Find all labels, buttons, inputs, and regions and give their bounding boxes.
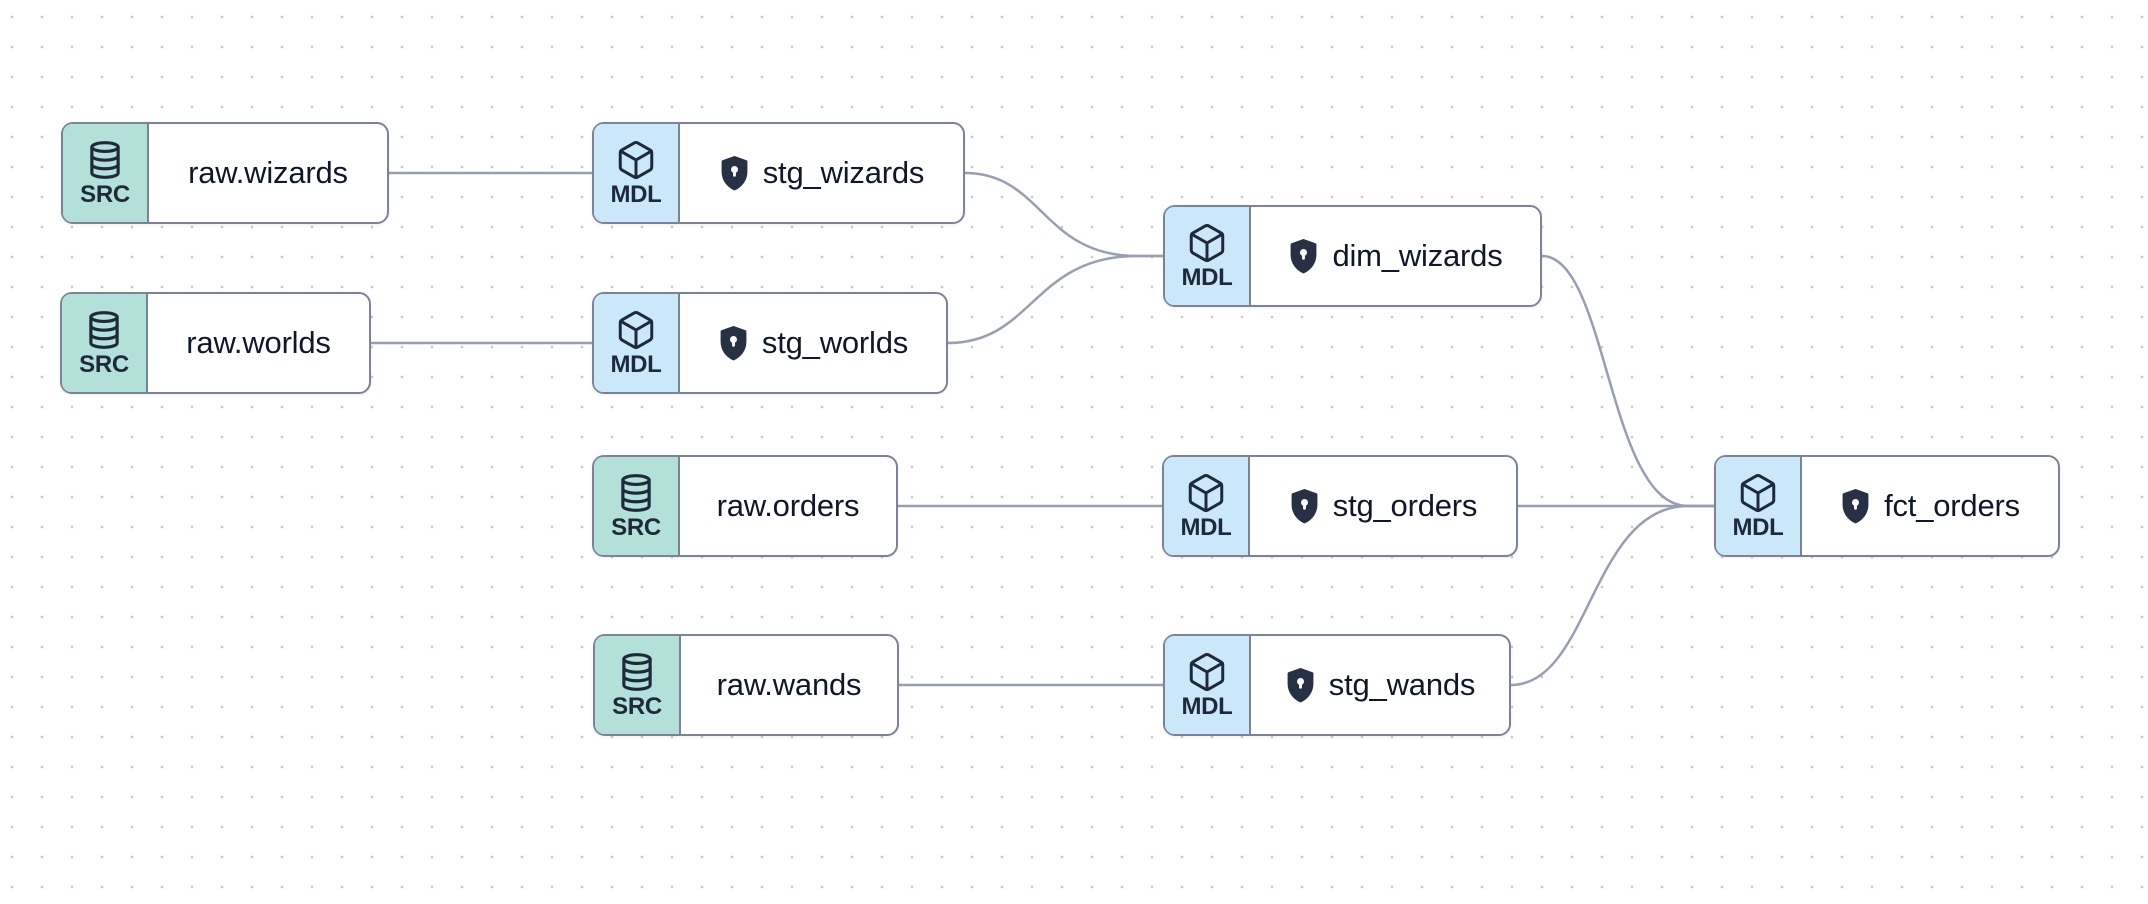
edge-dim-wizards-to-fct-orders — [1540, 254, 1716, 508]
database-icon — [615, 472, 657, 514]
node-label-area: raw.wands — [681, 636, 897, 734]
database-icon — [616, 651, 658, 693]
node-label-area: raw.worlds — [148, 294, 369, 392]
node-label-area: raw.wizards — [149, 124, 387, 222]
node-dim-wizards[interactable]: MDL dim_wizards — [1163, 205, 1542, 307]
node-label-area: fct_orders — [1802, 457, 2058, 555]
shield-lock-icon — [1840, 488, 1871, 524]
node-stg-wands[interactable]: MDL stg_wands — [1163, 634, 1511, 736]
node-raw-orders[interactable]: SRC raw.orders — [592, 455, 898, 557]
node-type-badge: MDL — [594, 124, 680, 222]
node-label-area: dim_wizards — [1251, 207, 1540, 305]
edge-stg-wizards-to-dim-wizards — [963, 171, 1165, 258]
node-raw-wands[interactable]: SRC raw.wands — [593, 634, 899, 736]
node-fct-orders[interactable]: MDL fct_orders — [1714, 455, 2060, 557]
node-type-badge: SRC — [595, 636, 681, 734]
node-stg-orders[interactable]: MDL stg_orders — [1162, 455, 1518, 557]
cube-icon — [1186, 651, 1228, 693]
node-label: stg_worlds — [761, 325, 909, 360]
shield-lock-icon — [1288, 238, 1319, 274]
node-type-badge: SRC — [594, 457, 680, 555]
node-label-area: stg_orders — [1250, 457, 1516, 555]
node-stg-wizards[interactable]: MDL stg_wizards — [592, 122, 965, 224]
node-type-badge: MDL — [1165, 636, 1251, 734]
node-type-badge: SRC — [62, 294, 148, 392]
node-type-label: MDL — [610, 181, 662, 208]
node-label: stg_orders — [1332, 488, 1478, 523]
node-type-label: SRC — [80, 181, 130, 208]
node-type-badge: MDL — [1716, 457, 1802, 555]
node-type-badge: MDL — [1164, 457, 1250, 555]
node-type-label: MDL — [1732, 514, 1784, 541]
node-type-badge: MDL — [1165, 207, 1251, 305]
cube-icon — [615, 139, 657, 181]
node-stg-worlds[interactable]: MDL stg_worlds — [592, 292, 948, 394]
node-label: raw.worlds — [186, 325, 331, 360]
node-type-label: MDL — [610, 351, 662, 378]
node-type-label: MDL — [1181, 693, 1233, 720]
edge-stg-wands-to-fct-orders — [1509, 504, 1716, 687]
shield-lock-icon — [718, 325, 749, 361]
node-type-badge: SRC — [63, 124, 149, 222]
node-label: stg_wands — [1328, 667, 1476, 702]
cube-icon — [615, 309, 657, 351]
cube-icon — [1185, 472, 1227, 514]
node-label: fct_orders — [1884, 488, 2020, 523]
node-type-label: MDL — [1180, 514, 1232, 541]
node-raw-wizards[interactable]: SRC raw.wizards — [61, 122, 389, 224]
node-type-badge: MDL — [594, 294, 680, 392]
node-label: stg_wizards — [762, 155, 925, 190]
shield-lock-icon — [1289, 488, 1320, 524]
node-label: raw.orders — [716, 488, 860, 523]
node-label-area: stg_wizards — [680, 124, 963, 222]
node-label: raw.wizards — [188, 155, 348, 190]
cube-icon — [1737, 472, 1779, 514]
node-label: raw.wands — [716, 667, 862, 702]
database-icon — [83, 309, 125, 351]
node-type-label: SRC — [79, 351, 129, 378]
node-raw-worlds[interactable]: SRC raw.worlds — [60, 292, 371, 394]
shield-lock-icon — [1285, 667, 1316, 703]
node-label-area: stg_wands — [1251, 636, 1509, 734]
node-type-label: MDL — [1181, 264, 1233, 291]
node-label: dim_wizards — [1332, 238, 1503, 273]
shield-lock-icon — [719, 155, 750, 191]
database-icon — [84, 139, 126, 181]
node-type-label: SRC — [612, 693, 662, 720]
cube-icon — [1186, 222, 1228, 264]
edge-stg-worlds-to-dim-wizards — [946, 254, 1165, 345]
node-label-area: raw.orders — [680, 457, 896, 555]
node-type-label: SRC — [611, 514, 661, 541]
node-label-area: stg_worlds — [680, 294, 946, 392]
